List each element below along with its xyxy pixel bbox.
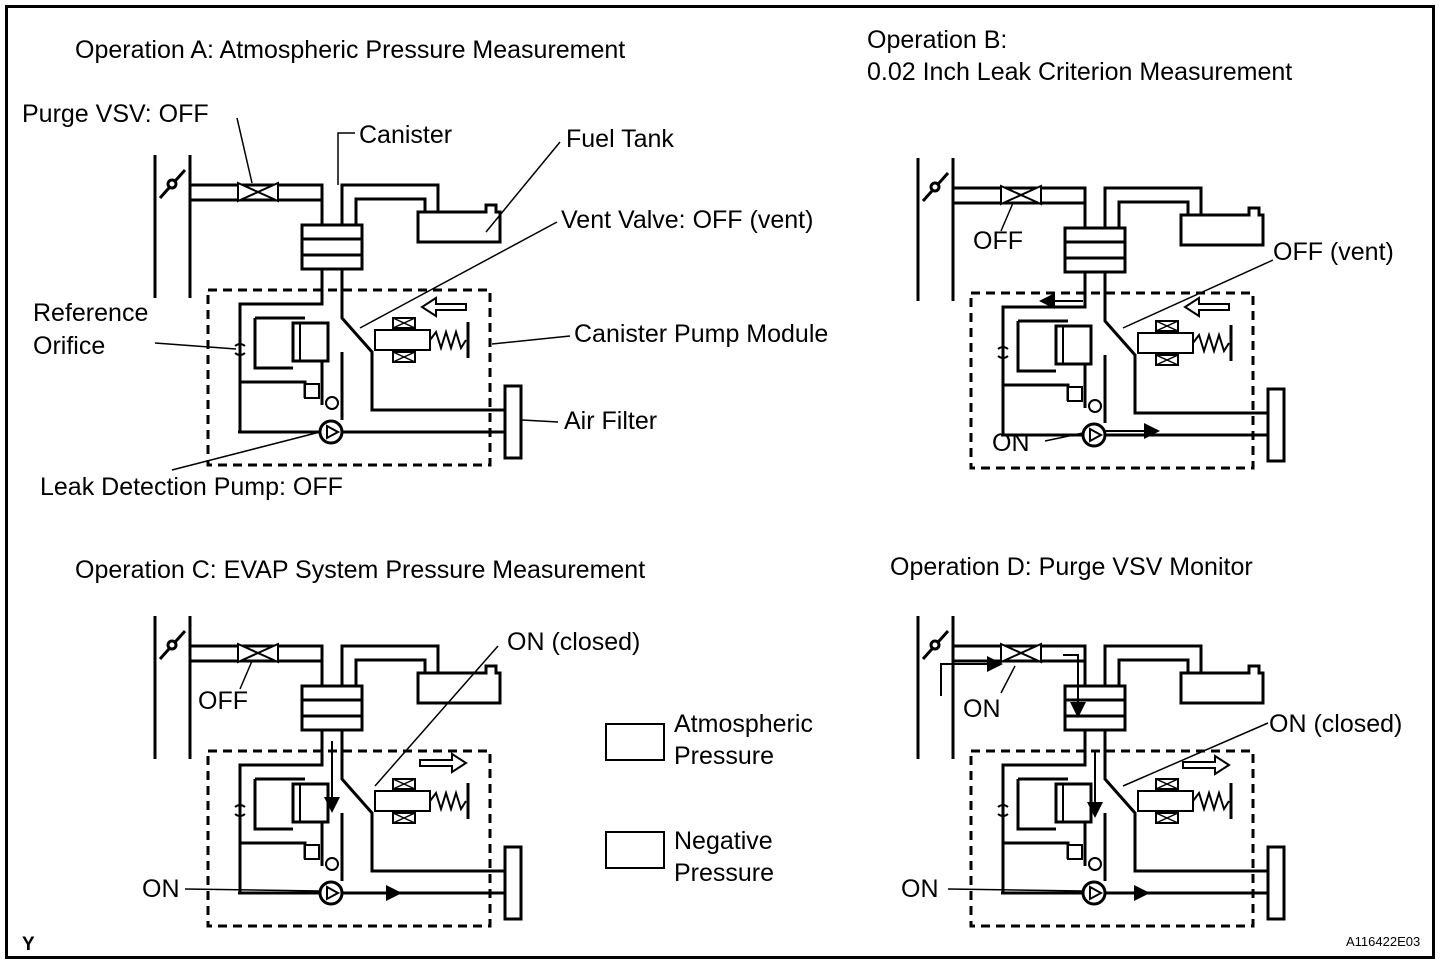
panel-a-title: Operation A: Atmospheric Pressure Measur…	[75, 36, 626, 64]
legend-atmospheric-label-1: Atmospheric	[674, 710, 813, 738]
panel-d-schematic	[916, 614, 1286, 928]
panel-c-pump-label: ON	[142, 875, 180, 903]
panel-c-title: Operation C: EVAP System Pressure Measur…	[75, 556, 646, 584]
corner-mark: Y	[22, 934, 35, 955]
panel-d-title: Operation D: Purge VSV Monitor	[890, 553, 1253, 581]
panel-b-pump-label: ON	[992, 429, 1030, 457]
legend-negative-label-2: Pressure	[674, 859, 775, 887]
panel-b-purge-vsv-label: OFF	[973, 227, 1023, 255]
panel-a-leak-pump-label: Leak Detection Pump: OFF	[40, 473, 343, 501]
panel-a-reference-orifice-label-1: Reference	[33, 299, 149, 327]
panel-c-schematic	[153, 614, 523, 928]
panel-d-pump-label: ON	[901, 875, 939, 903]
panel-a-canister-label: Canister	[359, 121, 453, 149]
panel-b-title-line-1: Operation B:	[867, 26, 1008, 54]
legend-negative-swatch	[605, 831, 665, 869]
panel-a-reference-orifice-label-2: Orifice	[33, 332, 106, 360]
legend-atmospheric-label-2: Pressure	[674, 742, 775, 770]
legend-negative-label-1: Negative	[674, 827, 773, 855]
panel-a-air-filter-label: Air Filter	[564, 407, 658, 435]
panel-a-fuel-tank-label: Fuel Tank	[566, 125, 674, 153]
panel-c-vent-valve-label: ON (closed)	[507, 628, 641, 656]
panel-b-schematic	[916, 156, 1286, 470]
figure-code: A116422E03	[1346, 934, 1421, 949]
panel-a-purge-vsv-label: Purge VSV: OFF	[22, 100, 209, 128]
legend-atmospheric-swatch	[605, 723, 665, 761]
panel-b-title-line-2: 0.02 Inch Leak Criterion Measurement	[867, 58, 1293, 86]
panel-d-purge-vsv-label: ON	[963, 695, 1001, 723]
diagram-frame	[5, 5, 1435, 959]
panel-b-vent-valve-label: OFF (vent)	[1273, 238, 1394, 266]
panel-a-vent-valve-label: Vent Valve: OFF (vent)	[561, 206, 814, 234]
panel-c-purge-vsv-label: OFF	[198, 687, 248, 715]
panel-d-vent-valve-label: ON (closed)	[1269, 710, 1403, 738]
panel-a-canister-pump-module-label: Canister Pump Module	[574, 320, 829, 348]
panel-a-schematic	[153, 117, 571, 471]
